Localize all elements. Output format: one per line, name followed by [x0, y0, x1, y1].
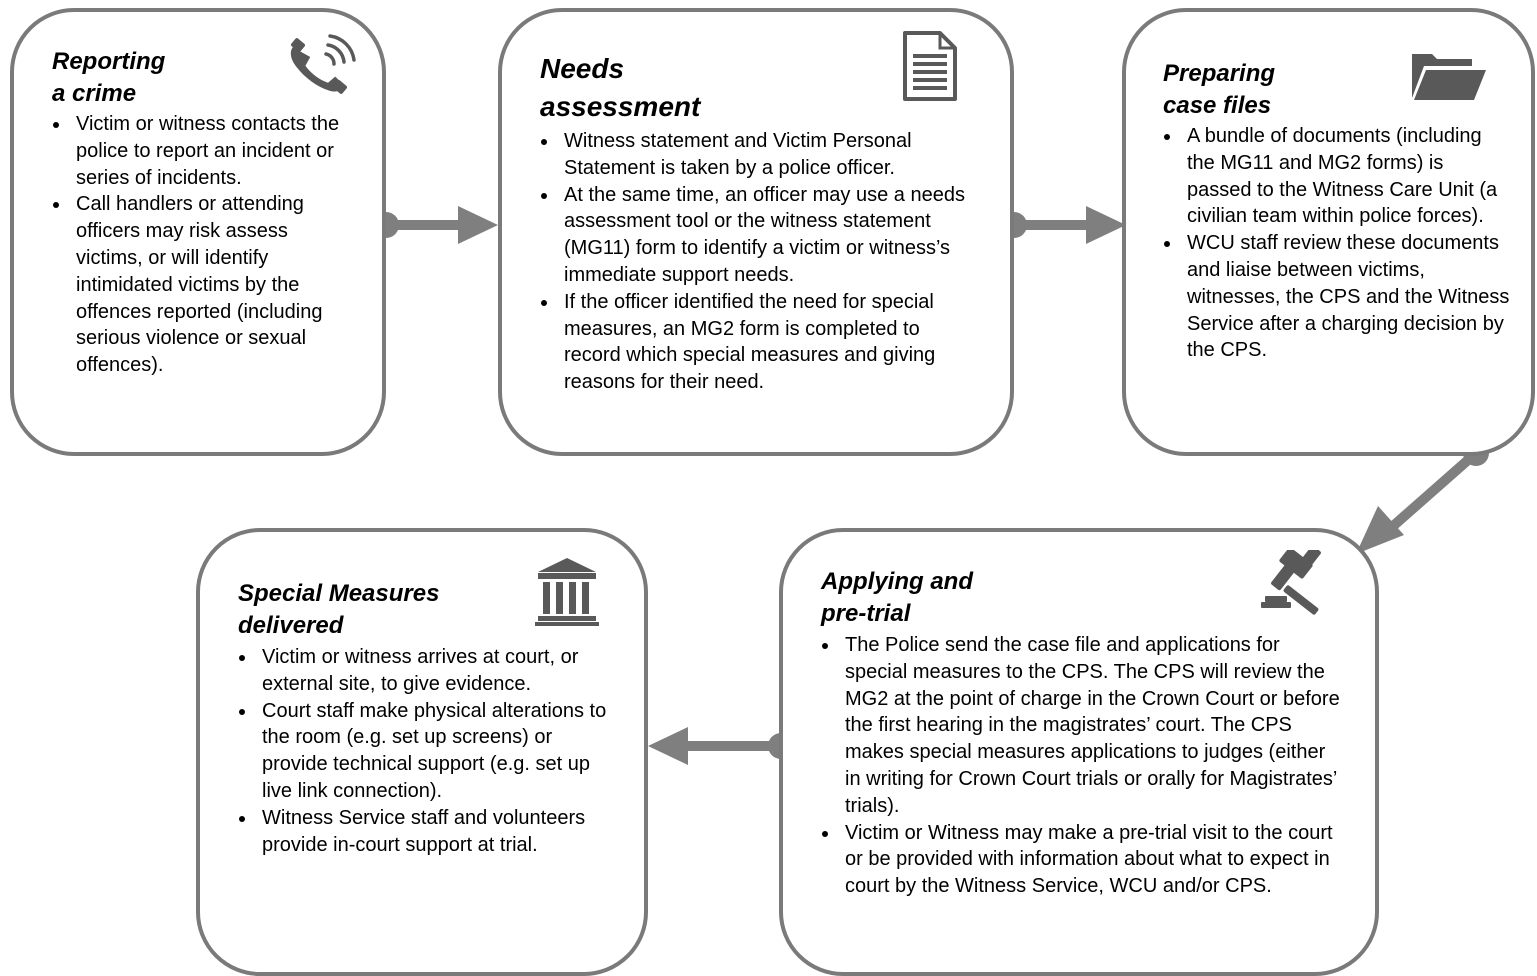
- courthouse-icon: [535, 558, 599, 626]
- bullet-item: Witness statement and Victim Personal St…: [540, 128, 970, 182]
- step-title: Reporting a crime: [52, 48, 166, 107]
- step-title: Needs assessment: [540, 53, 701, 122]
- bullet-item: A bundle of documents (including the MG1…: [1163, 123, 1513, 230]
- gavel-icon: [1261, 550, 1321, 615]
- step-title: Applying and pre-trial: [821, 568, 973, 627]
- bullet-item: If the officer identified the need for s…: [540, 289, 970, 396]
- bullet-item: Witness Service staff and volunteers pro…: [238, 805, 608, 859]
- step-bullets: A bundle of documents (including the MG1…: [1163, 123, 1513, 364]
- step-bullets: Victim or witness contacts the police to…: [52, 111, 352, 379]
- bullet-item: Victim or witness contacts the police to…: [52, 111, 352, 191]
- arrow-reporting-to-needs: [373, 206, 498, 244]
- step-bullets: The Police send the case file and applic…: [821, 632, 1341, 900]
- arrow-applying-to-special: [648, 727, 794, 765]
- step-special-measures-delivered: Special Measures delivered Victim or wit…: [196, 528, 648, 976]
- step-bullets: Victim or witness arrives at court, or e…: [238, 644, 608, 858]
- bullet-item: WCU staff review these documents and lia…: [1163, 230, 1513, 364]
- step-preparing-case-files: Preparing case files A bundle of documen…: [1122, 8, 1535, 456]
- step-bullets: Witness statement and Victim Personal St…: [540, 128, 970, 396]
- bullet-item: Call handlers or attending officers may …: [52, 191, 352, 379]
- step-title: Special Measures delivered: [238, 580, 440, 639]
- bullet-item: Victim or Witness may make a pre-trial v…: [821, 820, 1341, 900]
- arrow-needs-to-preparing: [1001, 206, 1126, 244]
- phone-icon: [290, 34, 356, 94]
- bullet-item: The Police send the case file and applic…: [821, 632, 1341, 820]
- bullet-item: Victim or witness arrives at court, or e…: [238, 644, 608, 698]
- bullet-item: At the same time, an officer may use a n…: [540, 182, 970, 289]
- step-applying-and-pre-trial: Applying and pre-trial The Police send t…: [779, 528, 1379, 976]
- step-title: Preparing case files: [1163, 60, 1276, 119]
- bullet-item: Court staff make physical alterations to…: [238, 698, 608, 805]
- step-reporting-a-crime: Reporting a crime Victim or witness cont…: [10, 8, 386, 456]
- folder-icon: [1412, 54, 1486, 100]
- arrow-preparing-to-applying: [1356, 440, 1489, 554]
- step-needs-assessment: Needs assessment Witness statement and V…: [498, 8, 1014, 456]
- document-icon: [903, 31, 957, 101]
